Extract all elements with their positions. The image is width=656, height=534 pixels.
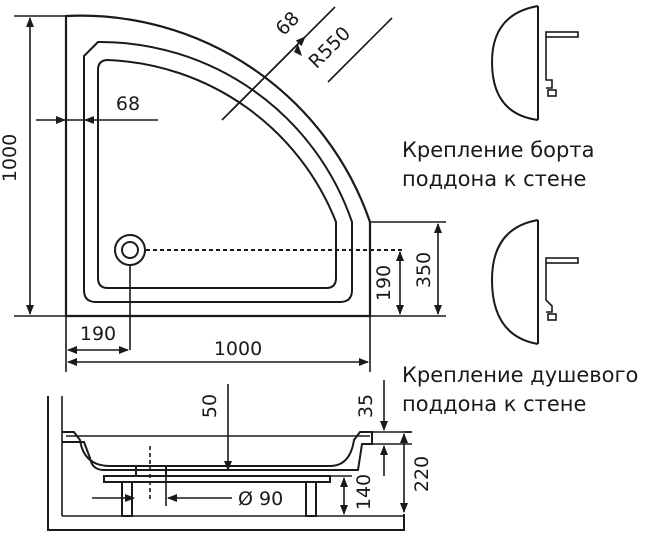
tray-bowl-outline [97,58,337,289]
label-drain-diameter: Ø 90 [238,488,283,510]
label-straight-side: 350 [413,252,435,288]
label-width-total: 1000 [214,338,262,360]
top-view-dimensions [14,6,446,372]
wall-and-floor [47,396,405,531]
label-total-height: 220 [411,456,433,492]
tray-mount-caption-line-2: поддона к стене [402,392,586,416]
drain-outer-ring [114,234,146,266]
support-frame [103,475,331,483]
rim-mount-profile [490,5,539,121]
label-rim-thickness: 35 [355,394,377,418]
rim-mount-caption-line-2: поддона к стене [402,167,586,191]
tray-rim-inner-outline [83,40,353,303]
rim-mount-caption-line-1: Крепление борта [402,138,594,162]
label-rim-side: 68 [116,93,140,115]
label-height-total: 1000 [0,134,21,182]
label-leg-height: 140 [353,474,375,510]
tray-outer-outline [64,14,372,318]
leg-left [121,481,133,517]
tray-mount-profile [490,219,539,345]
tray-mount-caption-line-1: Крепление душевого [402,363,638,387]
side-view [47,396,405,531]
side-view-dimensions [92,380,412,515]
label-drain-offset-x: 190 [80,323,116,345]
rim-mount-detail [490,5,579,121]
label-bowl-depth: 50 [199,394,221,418]
side-view-labels: 50 35 220 140 Ø 90 [199,394,433,510]
leg-right [305,481,317,517]
top-view [64,14,405,318]
label-rim-arc: 68 [271,7,304,40]
drain-inner-ring [121,241,139,259]
label-drain-offset-y: 190 [373,265,395,301]
tray-mount-detail [490,219,579,345]
detail-captions: Крепление борта поддона к стене Креплени… [402,138,638,416]
tray-section-profile [62,431,373,471]
